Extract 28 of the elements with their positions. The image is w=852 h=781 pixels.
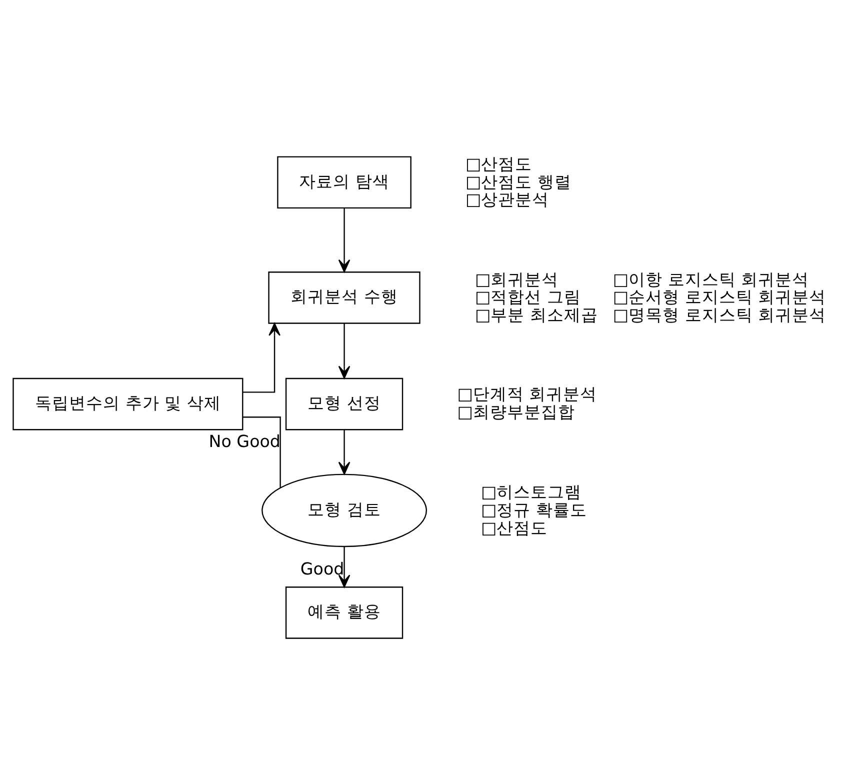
node-label: □산점도 행렬 (466, 172, 572, 191)
arrow (338, 207, 350, 272)
arrow (242, 322, 280, 392)
node-label: □히스토그램 (480, 482, 582, 502)
node-label: □최량부분집합 (457, 402, 575, 421)
node-label: □순서형 로지스틱 회귀분석 (612, 287, 826, 306)
node-label: □산점도 (480, 518, 548, 537)
node-label: □부분 최소제곱 (475, 305, 598, 324)
node-label: □명목형 로지스틱 회귀분석 (612, 305, 826, 324)
node-label: □이항 로지스틱 회귀분석 (612, 269, 810, 288)
node-box: 자료의 탐색 (277, 156, 412, 208)
edge-label: No Good (208, 431, 280, 450)
node-label: □산점도 (466, 154, 532, 174)
connector (243, 416, 281, 487)
node-label: □적합선 그림 (475, 287, 582, 306)
node-box: 회귀분석 수행 (268, 271, 420, 324)
arrow (338, 546, 350, 588)
node-box: 예측 활용 (285, 586, 404, 638)
node-label: □회귀분석 (475, 269, 559, 288)
node-box: 독립변수의 추가 및 삭제 (12, 377, 244, 430)
node-box: 모형 선정 (285, 377, 404, 430)
node-label: □단계적 회귀분석 (457, 384, 598, 404)
node-ellipse: 모형 검토 (262, 473, 427, 547)
node-label: □정규 확률도 (480, 500, 587, 519)
edge-label: Good (300, 558, 344, 578)
arrow (338, 322, 350, 378)
arrow (338, 429, 350, 474)
node-label: □상관분석 (466, 190, 550, 209)
